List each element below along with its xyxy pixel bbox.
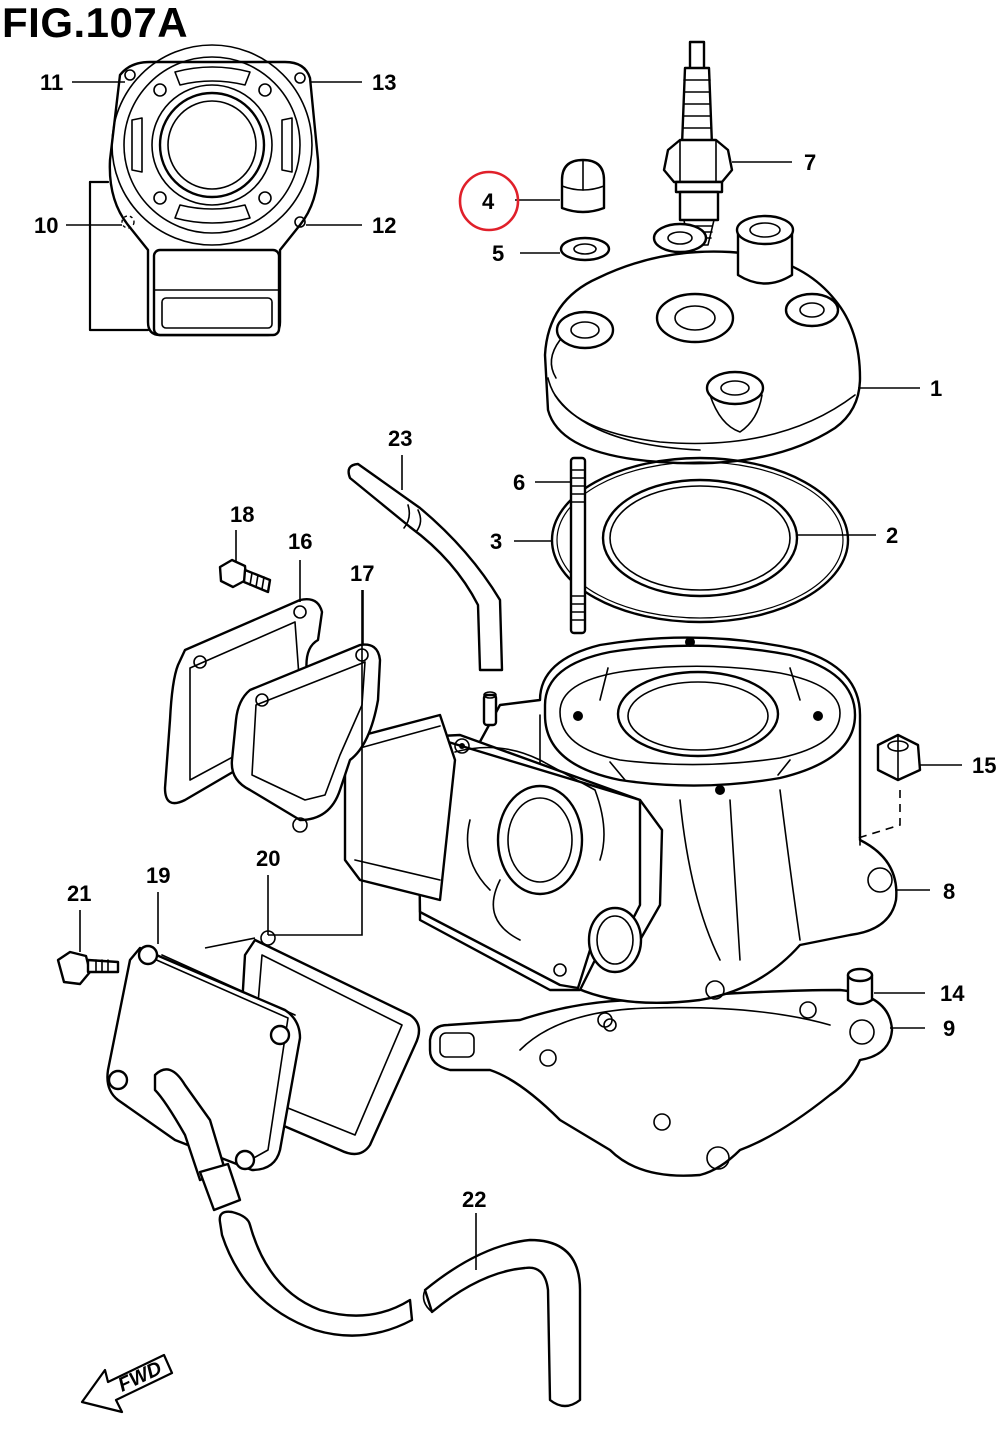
leader-lines [66, 81, 962, 1270]
figure-title: FIG.107A [2, 0, 189, 46]
breather-hose [347, 462, 504, 672]
reed-valve-cover [106, 944, 302, 1212]
fwd-arrow: FWD [80, 1353, 174, 1414]
hose [218, 1210, 582, 1408]
callout-16: 16 [288, 529, 312, 554]
inset-cylinder-top-view [88, 44, 320, 337]
cylinder-base-gasket [428, 988, 894, 1177]
dowel-pin [846, 967, 874, 1006]
nut [876, 733, 922, 782]
callout-4-highlight [458, 170, 520, 232]
callout-22: 22 [462, 1187, 486, 1212]
callout-5: 5 [492, 241, 504, 266]
callout-14: 14 [940, 981, 965, 1006]
spark-plug [662, 40, 734, 246]
callout-15: 15 [972, 753, 996, 778]
callout-3: 3 [490, 529, 502, 554]
callout-8: 8 [943, 879, 955, 904]
callout-labels: 1 2 3 4 5 6 7 8 9 10 11 12 13 14 15 16 1… [34, 70, 996, 1212]
callout-11: 11 [40, 70, 63, 95]
cylinder [343, 636, 898, 1032]
cap-nut [560, 158, 606, 214]
callout-21: 21 [67, 881, 91, 906]
callout-9: 9 [943, 1016, 955, 1041]
cylinder-head-gasket [601, 478, 799, 598]
callout-20: 20 [256, 846, 280, 871]
callout-7: 7 [804, 150, 816, 175]
washer [559, 236, 611, 262]
callout-1: 1 [930, 376, 942, 401]
o-ring [550, 456, 850, 624]
callout-13: 13 [372, 70, 396, 95]
cylinder-head [543, 214, 862, 465]
callout-4: 4 [482, 189, 495, 214]
fwd-label: FWD [115, 1357, 166, 1396]
callout-12: 12 [372, 213, 396, 238]
callout-23: 23 [388, 426, 412, 451]
stud-bolt [569, 456, 587, 635]
callout-19: 19 [146, 863, 170, 888]
callout-18: 18 [230, 502, 254, 527]
callout-10: 10 [34, 213, 58, 238]
reed-valve-cover-gasket [230, 643, 382, 833]
bolt-lower [56, 950, 120, 986]
callout-17: 17 [350, 561, 374, 586]
bolt [218, 558, 272, 594]
callout-2: 2 [886, 523, 898, 548]
callout-6: 6 [513, 470, 525, 495]
